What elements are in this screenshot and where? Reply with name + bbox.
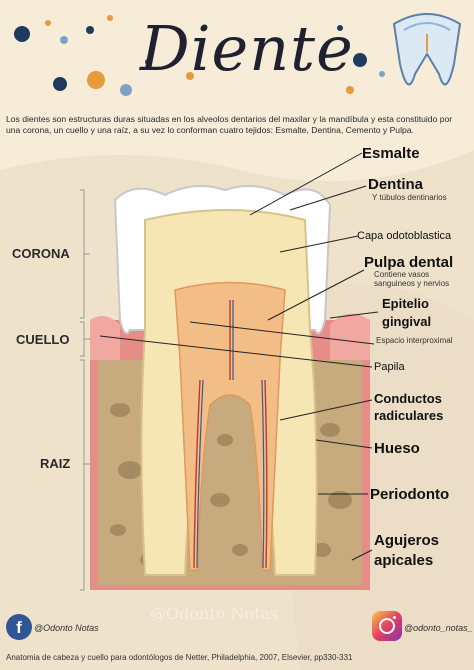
watermark: @Odonto Notas (150, 604, 279, 623)
label-periodonto: Periodonto (370, 486, 450, 503)
instagram-icon[interactable] (372, 611, 402, 641)
label-papila: Papila (374, 361, 405, 373)
label-conductos-2: radiculares (374, 408, 444, 423)
label-capa: Capa odotoblastica (357, 230, 452, 242)
label-agujeros-1: Agujeros (374, 532, 440, 549)
region-cuello: CUELLO (16, 332, 70, 347)
intro-text: Los dientes son estructuras duras situad… (6, 114, 453, 135)
label-esmalte: Esmalte (362, 145, 420, 162)
label-dentina-sub: Y túbulos dentinarios (372, 193, 447, 202)
label-espacio: Espacio interproximal (376, 336, 453, 345)
instagram-handle[interactable]: @odonto_notas_ (404, 623, 473, 633)
page-title: Diente (140, 12, 354, 85)
label-agujeros-2: apicales (374, 552, 434, 569)
facebook-icon[interactable]: f (6, 614, 32, 640)
region-raiz: RAIZ (40, 456, 71, 471)
tooth-logo-icon (392, 13, 462, 86)
citation: Anatomia de cabeza y cuello para odontól… (6, 653, 353, 662)
decorative-dots (14, 15, 385, 96)
label-hueso: Hueso (374, 440, 420, 457)
label-epitelio-2: gingival (382, 314, 432, 329)
label-epitelio-1: Epitelio (382, 296, 429, 311)
region-corona: CORONA (12, 246, 70, 261)
label-pulpa-sub: Contiene vasos sanguineos y nervios (374, 270, 450, 288)
facebook-handle[interactable]: @Odonto Notas (34, 623, 99, 633)
gingival-epithelium (90, 316, 120, 360)
label-dentina: Dentina (368, 176, 424, 193)
label-pulpa: Pulpa dental (364, 254, 454, 271)
tooth-diagram (90, 185, 370, 590)
label-conductos-1: Conductos (374, 391, 442, 406)
